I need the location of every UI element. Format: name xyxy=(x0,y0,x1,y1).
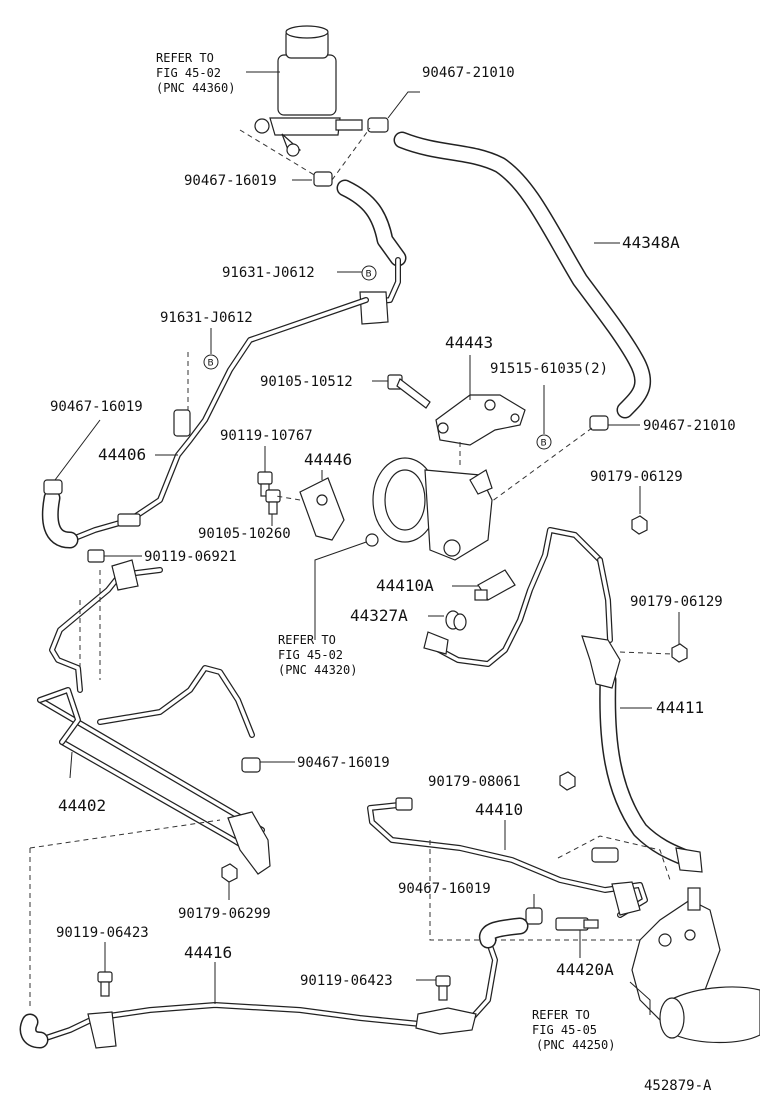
nut-90179-06129-a xyxy=(631,515,648,535)
suction-hose xyxy=(336,179,407,267)
ref-gear-line3: (PNC 44250) xyxy=(536,1038,615,1052)
tube-clamp-44406 xyxy=(173,409,191,437)
bolt-90105-10260 xyxy=(265,489,281,515)
pressure-hose-44410A xyxy=(427,527,603,667)
tube-clamp-44416-right xyxy=(415,1007,477,1035)
return-tube-44410 xyxy=(367,801,648,918)
label-44410: 44410 xyxy=(475,800,523,819)
svg-text:B: B xyxy=(541,439,547,449)
tube-clamp-44416-left xyxy=(87,1011,117,1049)
clamp-lower xyxy=(525,907,543,925)
clamp-top-left xyxy=(313,171,333,187)
label-90119-06423-a: 90119-06423 xyxy=(56,925,149,941)
fitting-44420A xyxy=(555,917,599,931)
bolt-90119-06423-a xyxy=(97,971,113,997)
label-91631-J0612-a: 91631-J0612 xyxy=(222,265,315,281)
clamp-mid-right xyxy=(589,415,609,431)
clamp-top-right xyxy=(367,117,389,133)
label-44443: 44443 xyxy=(445,333,493,352)
label-90467-16019-a: 90467-16019 xyxy=(184,173,277,189)
label-90105-10260: 90105-10260 xyxy=(198,526,291,542)
clamp-cooler xyxy=(241,757,261,773)
cooler-bracket-upper xyxy=(111,559,139,591)
label-44327A: 44327A xyxy=(350,606,408,625)
bolt-mark-2: B xyxy=(203,354,219,370)
pressure-tube-44406 xyxy=(67,297,369,543)
label-44406: 44406 xyxy=(98,445,146,464)
bolt-mark-1: B xyxy=(361,265,377,281)
hose-clamp-44411 xyxy=(581,635,621,689)
label-90467-21010-mid: 90467-21010 xyxy=(643,418,736,434)
figure-id: 452879-A xyxy=(644,1078,712,1094)
label-91515-61035: 91515-61035(2) xyxy=(490,361,608,377)
hose-end-44406 xyxy=(41,489,79,549)
label-90179-06299: 90179-06299 xyxy=(178,906,271,922)
hose-end-44416 xyxy=(19,917,529,1049)
bolt-90105-10512 xyxy=(387,374,431,409)
reservoir-tank xyxy=(254,25,363,157)
label-90467-21010-top: 90467-21010 xyxy=(422,65,515,81)
tube-clamp-44410 xyxy=(611,881,641,916)
ref-pump-line1: REFER TO xyxy=(278,633,336,647)
label-44420A: 44420A xyxy=(556,960,614,979)
label-90467-16019-c: 90467-16019 xyxy=(297,755,390,771)
pressure-hose-44411 xyxy=(597,557,699,869)
ref-gear-line1: REFER TO xyxy=(532,1008,590,1022)
pipe-bracket-upper xyxy=(359,291,389,325)
label-90119-06921: 90119-06921 xyxy=(144,549,237,565)
cooler-fitting-right xyxy=(227,811,271,875)
ref-gear-line2: FIG 45-05 xyxy=(532,1023,597,1037)
bolt-90119-06921 xyxy=(87,549,105,563)
bolt-90119-06423-b xyxy=(435,975,451,1001)
label-90467-16019-d: 90467-16019 xyxy=(398,881,491,897)
pump-bracket-44443 xyxy=(435,394,526,446)
ref-pump-line3: (PNC 44320) xyxy=(278,663,357,677)
fitting-44410A xyxy=(474,569,516,601)
label-90119-06423-b: 90119-06423 xyxy=(300,973,393,989)
svg-text:B: B xyxy=(208,359,214,369)
return-hose-44348A xyxy=(393,131,652,419)
label-90105-10512: 90105-10512 xyxy=(260,374,353,390)
label-44402: 44402 xyxy=(58,796,106,815)
label-90179-06129-a: 90179-06129 xyxy=(590,469,683,485)
label-90179-06129-b: 90179-06129 xyxy=(630,594,723,610)
svg-text:B: B xyxy=(366,270,372,280)
label-44416: 44416 xyxy=(184,943,232,962)
steering-gear xyxy=(631,887,760,1044)
label-44446: 44446 xyxy=(304,450,352,469)
label-90179-08061: 90179-08061 xyxy=(428,774,521,790)
bracket-44446 xyxy=(299,477,345,541)
fitting-right-tube xyxy=(591,847,619,863)
label-91631-J0612-b: 91631-J0612 xyxy=(160,310,253,326)
ref-reservoir-line1: REFER TO xyxy=(156,51,214,65)
label-44348A: 44348A xyxy=(622,233,680,252)
nut-90179-06299 xyxy=(221,863,238,883)
nut-90179-06129-b xyxy=(671,643,688,663)
hose-end-fitting-44411 xyxy=(675,847,703,873)
o-ring-44327A xyxy=(445,610,467,631)
ref-pump-line2: FIG 45-02 xyxy=(278,648,343,662)
power-steering-pump xyxy=(372,457,493,561)
clamp-left xyxy=(43,479,63,495)
label-90467-16019-b: 90467-16019 xyxy=(50,399,143,415)
tube-clamp-44406-low xyxy=(117,513,141,527)
label-90119-10767: 90119-10767 xyxy=(220,428,313,444)
banjo-fitting-left xyxy=(423,631,449,655)
nut-90179-08061 xyxy=(559,771,576,791)
label-44411: 44411 xyxy=(656,698,704,717)
tube-end-44410 xyxy=(395,797,413,811)
bolt-mark-3: B xyxy=(536,434,552,450)
ref-reservoir-line2: FIG 45-02 xyxy=(156,66,221,80)
label-44410A: 44410A xyxy=(376,576,434,595)
ref-reservoir-line3: (PNC 44360) xyxy=(156,81,235,95)
